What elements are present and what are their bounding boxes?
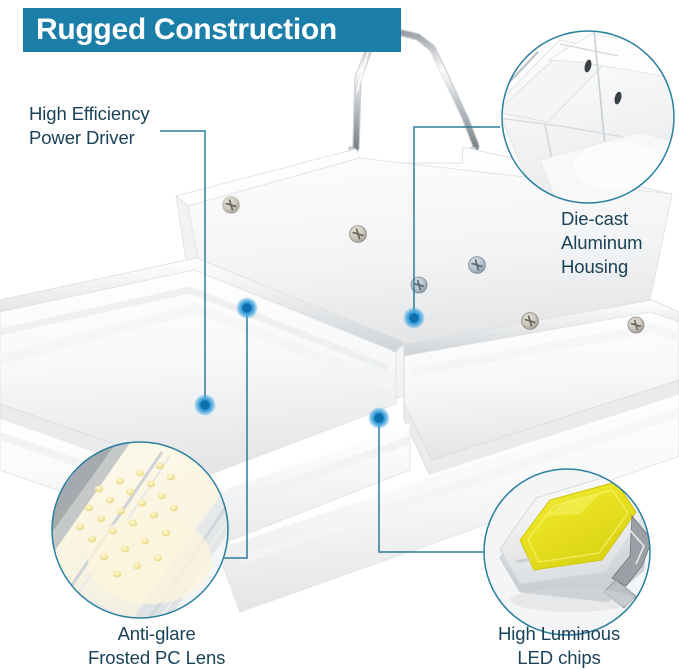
housing-screws [222,196,645,334]
header-banner: Rugged Construction [23,8,401,52]
callout-label-led-chips: High Luminous LED chips [498,623,621,669]
page-title: Rugged Construction [36,13,337,46]
marker-frosted-pc-lens[interactable] [236,297,258,319]
led-high-bay-fixture [0,146,679,613]
die-cast-housing-detail-circle [501,30,675,204]
marker-led-chips[interactable] [368,407,390,429]
callout-label-frosted-pc-lens: Anti-glare Frosted PC Lens [88,623,226,669]
callout-label-power-driver: High Efficiency Power Driver [29,103,150,149]
led-chip-detail-circle [483,468,651,636]
marker-die-cast-housing[interactable] [403,307,425,329]
callout-marker-dots[interactable] [194,297,425,429]
callout-label-die-cast-housing: Die-cast Aluminum Housing [561,208,643,278]
marker-power-driver[interactable] [194,394,216,416]
